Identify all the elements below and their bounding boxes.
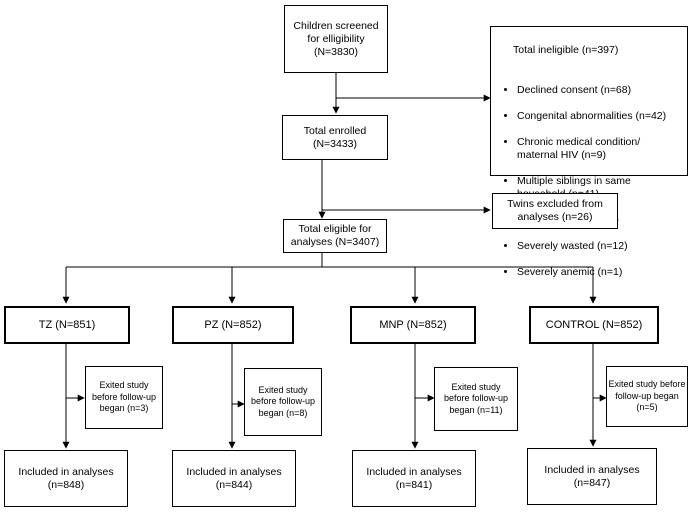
enrolled-box: Total enrolled (N=3433) — [282, 115, 388, 160]
included-tz-text: Included in analyses (n=848) — [18, 465, 114, 491]
included-tz-box: Included in analyses (n=848) — [4, 450, 128, 507]
exited-mnp-box: Exited study before follow-up began (n=1… — [434, 367, 518, 431]
arm-mnp-label: MNP (N=852) — [379, 318, 447, 331]
arm-tz-box: TZ (N=851) — [4, 306, 130, 344]
ineligible-item: Chronic medical condition/ maternal HIV … — [517, 136, 681, 162]
included-pz-box: Included in analyses (n=844) — [172, 450, 296, 507]
twins-text: Twins excluded from analyses (n=26) — [507, 198, 603, 223]
exited-control-text: Exited study before follow-up began (n=5… — [608, 379, 686, 413]
screened-box: Children screened for elligibility (N=38… — [284, 5, 388, 73]
exited-pz-box: Exited study before follow-up began (n=8… — [244, 368, 322, 436]
exited-pz-text: Exited study before follow-up began (n=8… — [250, 384, 316, 418]
exited-tz-box: Exited study before follow-up began (n=3… — [85, 366, 163, 429]
exited-control-box: Exited study before follow-up began (n=5… — [606, 366, 688, 427]
twins-box: Twins excluded from analyses (n=26) — [492, 193, 618, 229]
arm-pz-label: PZ (N=852) — [204, 318, 262, 331]
arm-control-label: CONTROL (N=852) — [545, 318, 643, 331]
ineligible-item: Severely anemic (n=1) — [517, 266, 681, 279]
exited-mnp-text: Exited study before follow-up began (n=1… — [443, 381, 509, 415]
included-mnp-text: Included in analyses (n=841) — [366, 465, 462, 491]
included-mnp-box: Included in analyses (n=841) — [352, 450, 476, 507]
ineligible-item: Severely wasted (n=12) — [517, 240, 681, 253]
ineligible-list: Declined consent (n=68) Congenital abnor… — [501, 71, 681, 292]
included-control-box: Included in analyses (n=847) — [527, 448, 657, 505]
enrolled-text: Total enrolled (N=3433) — [303, 124, 367, 150]
eligible-box: Total eligible for analyses (N=3407) — [283, 219, 387, 253]
arm-mnp-box: MNP (N=852) — [350, 306, 476, 344]
ineligible-box: Total ineligible (n=397) Declined consen… — [490, 26, 688, 278]
arm-tz-label: TZ (N=851) — [38, 318, 96, 331]
ineligible-item: Congenital abnormalities (n=42) — [517, 110, 681, 123]
exited-tz-text: Exited study before follow-up began (n=3… — [91, 380, 157, 414]
ineligible-header: Total ineligible (n=397) — [513, 44, 619, 56]
screened-text: Children screened for elligibility (N=38… — [293, 19, 379, 58]
arm-control-box: CONTROL (N=852) — [529, 306, 659, 344]
eligible-text: Total eligible for analyses (N=3407) — [290, 223, 380, 248]
ineligible-item: Declined consent (n=68) — [517, 84, 681, 97]
included-pz-text: Included in analyses (n=844) — [186, 465, 282, 491]
included-control-text: Included in analyses (n=847) — [544, 463, 640, 489]
arm-pz-box: PZ (N=852) — [172, 306, 294, 344]
